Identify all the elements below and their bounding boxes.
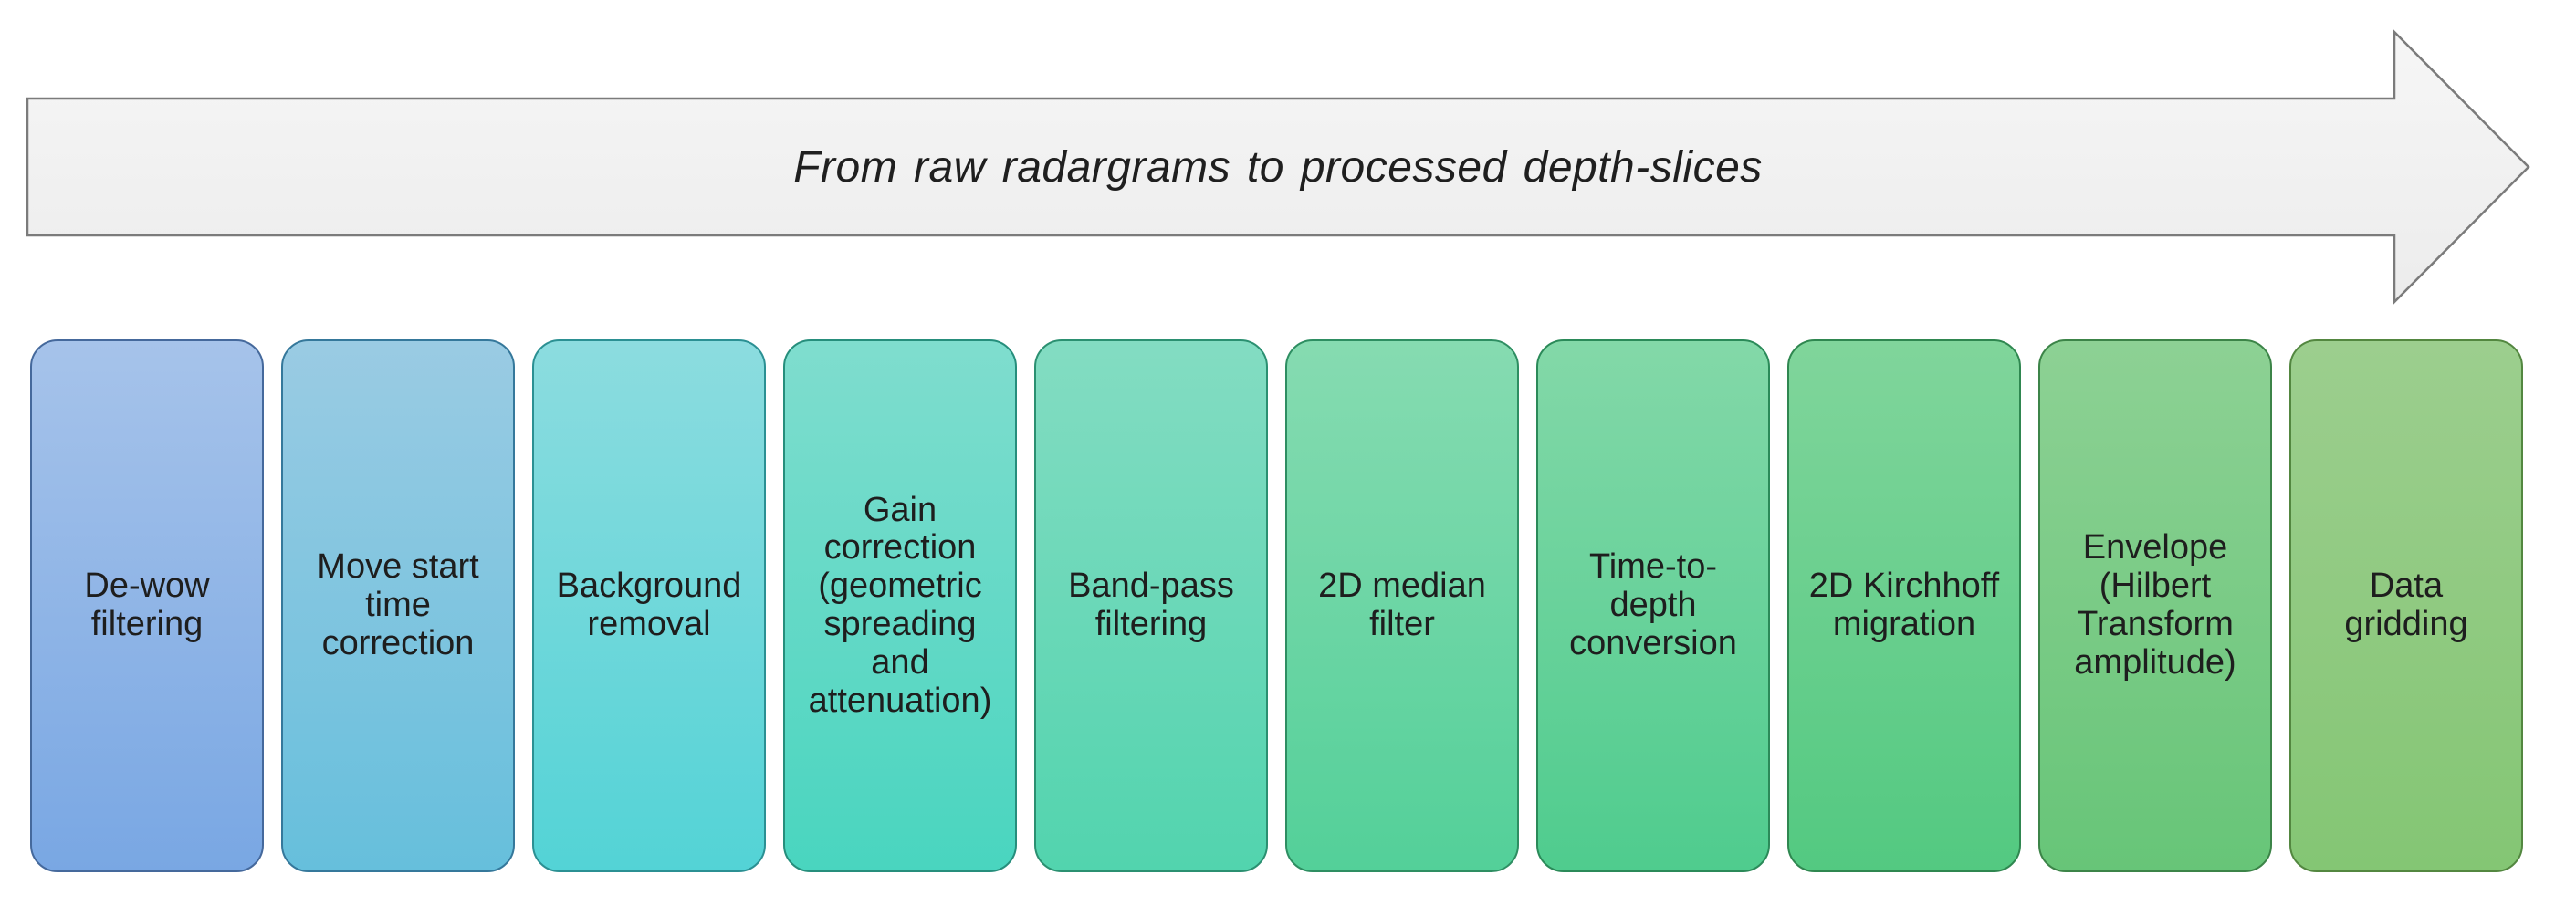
step-box-envelope-hilbert: Envelope (Hilbert Transform amplitude) (2038, 339, 2272, 872)
step-label: Background removal (556, 567, 742, 643)
step-box-dewow-filtering: De-wow filtering (30, 339, 264, 872)
right-arrow-shape (26, 28, 2530, 306)
step-label: Band-pass filtering (1068, 567, 1234, 643)
step-box-data-gridding: Data gridding (2289, 339, 2523, 872)
step-label: De-wow filtering (84, 567, 210, 643)
step-label: 2D median filter (1318, 567, 1486, 643)
step-box-background-removal: Background removal (532, 339, 766, 872)
step-label: Gain correction (geometric spreading and… (808, 490, 992, 720)
step-box-band-pass-filtering: Band-pass filtering (1034, 339, 1268, 872)
step-label: Time-to-depth conversion (1569, 547, 1737, 662)
banner-title: From raw radargrams to processed depth-s… (793, 142, 1763, 192)
step-label: Move start time correction (317, 547, 479, 662)
step-label: 2D Kirchhoff migration (1808, 567, 2000, 643)
step-box-time-to-depth-conversion: Time-to-depth conversion (1536, 339, 1770, 872)
process-steps-row: De-wow filtering Move start time correct… (30, 339, 2523, 872)
step-box-move-start-time-correction: Move start time correction (281, 339, 515, 872)
step-box-2d-median-filter: 2D median filter (1285, 339, 1519, 872)
step-box-gain-correction: Gain correction (geometric spreading and… (783, 339, 1017, 872)
step-box-2d-kirchhoff-migration: 2D Kirchhoff migration (1787, 339, 2021, 872)
step-label: Envelope (Hilbert Transform amplitude) (2074, 528, 2236, 682)
step-label: Data gridding (2344, 567, 2468, 643)
